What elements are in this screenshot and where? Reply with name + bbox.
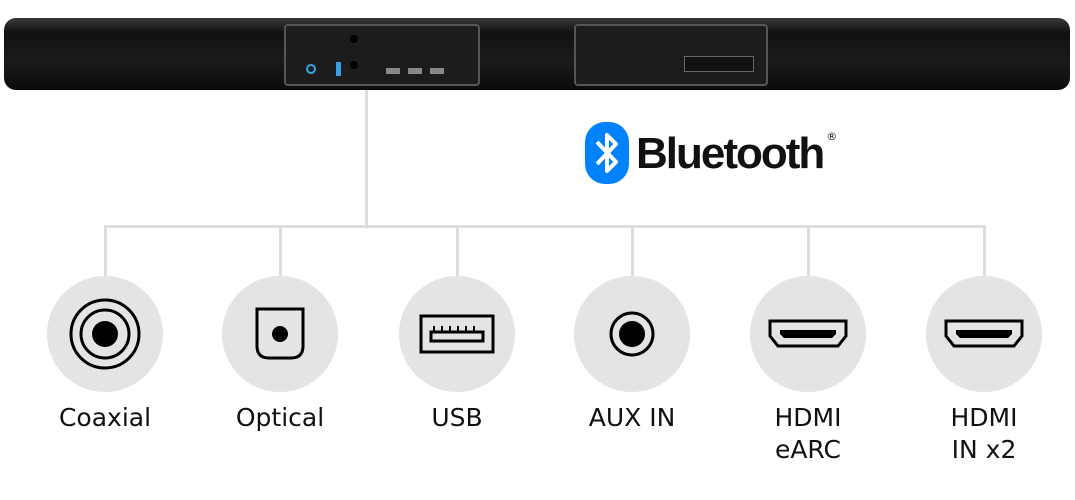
port-label: Coaxial <box>58 403 152 432</box>
port-label: HDMI IN x2 <box>904 402 1064 466</box>
port-label: USB <box>431 403 483 432</box>
speaker-panel <box>574 24 768 86</box>
connector-line <box>365 90 368 227</box>
port-hdmi-earc <box>750 276 866 392</box>
coaxial-icon <box>69 298 141 370</box>
port-label-line: eARC <box>774 435 842 464</box>
port-optical <box>222 276 338 392</box>
port-label: AUX IN <box>588 403 676 432</box>
registered-mark: ® <box>826 130 838 143</box>
port-label: Optical <box>235 403 325 432</box>
aux-icon <box>609 311 655 357</box>
bluetooth-icon <box>585 122 629 184</box>
hdmi-icon <box>944 319 1024 348</box>
connector-line <box>279 225 282 277</box>
port-label-line: IN x2 <box>951 435 1017 464</box>
connector-panel <box>284 24 480 86</box>
soundbar-image <box>4 18 1070 90</box>
connector-line <box>983 225 986 277</box>
connector-line <box>807 225 810 277</box>
optical-icon <box>255 307 305 360</box>
connector-line <box>104 225 107 277</box>
port-usb <box>399 276 515 392</box>
port-label-line: HDMI <box>950 403 1018 432</box>
port-hdmi-in <box>926 276 1042 392</box>
port-coaxial <box>47 276 163 392</box>
port-aux <box>574 276 690 392</box>
connector-line <box>456 225 459 277</box>
connector-line <box>631 225 634 277</box>
hdmi-icon <box>768 319 848 348</box>
connector-line <box>104 225 986 228</box>
bluetooth-wordmark: Bluetooth <box>636 129 825 178</box>
port-label-line: HDMI <box>774 403 842 432</box>
port-label: HDMI eARC <box>728 402 888 466</box>
bluetooth-logo: Bluetooth ® <box>636 126 837 182</box>
usb-icon <box>419 314 495 354</box>
